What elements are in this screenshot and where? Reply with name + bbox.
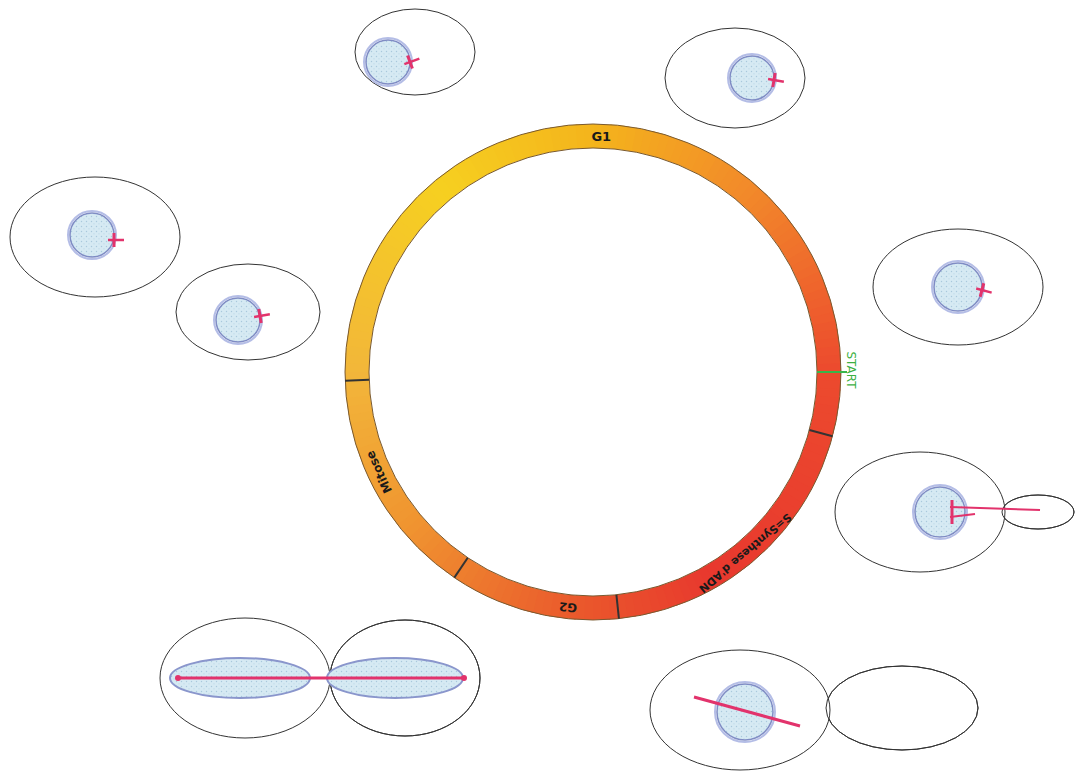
ring-outline [345,124,841,620]
spb-plaque [951,500,954,524]
spindle [178,677,464,680]
microtubule [950,514,975,517]
cell-wall [835,452,1005,572]
nucleus [730,56,774,100]
nuclear-envelope [68,211,116,259]
nuclear-envelope [364,38,412,86]
microtubule [768,79,784,82]
cell-wall [10,177,180,297]
cell-wall [873,229,1043,345]
spindle-pole-body [974,282,993,300]
spindle-pole-body [402,52,422,71]
spindle [694,697,800,726]
spindle-pole [461,675,467,681]
phase-label: G2 [559,600,578,614]
nucleus [915,487,965,537]
nuclear-envelope [214,296,262,344]
microtubule [976,288,991,292]
nucleus [70,213,114,257]
yeast-cells [10,9,1074,770]
nuclear-envelope [913,485,967,539]
cell-bud [826,666,978,750]
phase-tick [817,371,847,373]
yeast-cell [665,28,805,128]
spindle-pole-body [767,72,785,89]
nuclear-envelope [932,261,984,313]
cell-wall [650,650,830,770]
cell-bud-outline [1002,495,1074,529]
yeast-cell [10,177,180,297]
spindle-pole-body [108,233,124,247]
microtubule [108,239,124,242]
phase-label: G1 [591,130,611,143]
yeast-cell [650,650,978,770]
ring-outline [369,148,817,596]
spindle-pole-body [253,307,271,324]
cycle-ring [345,124,847,620]
spb-plaque [980,283,984,297]
cell-bud-outline [826,666,978,750]
yeast-cell [835,452,1074,572]
phase-tick [809,430,832,436]
phase-tick [345,379,369,382]
phase-tick [454,558,467,578]
yeast-cell [160,618,480,738]
spb-plaque [408,55,413,68]
cell-wall [665,28,805,128]
nucleus [366,40,410,84]
ring-segment [345,378,369,389]
cell-wall [355,9,475,95]
spb-plaque [773,73,775,87]
spb-plaque [259,309,261,323]
yeast-cell [873,229,1043,345]
spb-plaque [113,233,116,247]
nucleus [216,298,260,342]
microtubule [950,507,1040,510]
yeast-cell [176,264,320,360]
yeast-cell [355,9,475,95]
phase-label: S=Synthese d'ADN [697,511,793,594]
cell-bud [1002,495,1074,529]
cell-wall [176,264,320,360]
phase-tick [616,595,619,619]
microtubule [254,314,270,317]
spindle-pole [175,675,181,681]
checkpoint-label: START [845,351,857,388]
nucleus [934,263,982,311]
